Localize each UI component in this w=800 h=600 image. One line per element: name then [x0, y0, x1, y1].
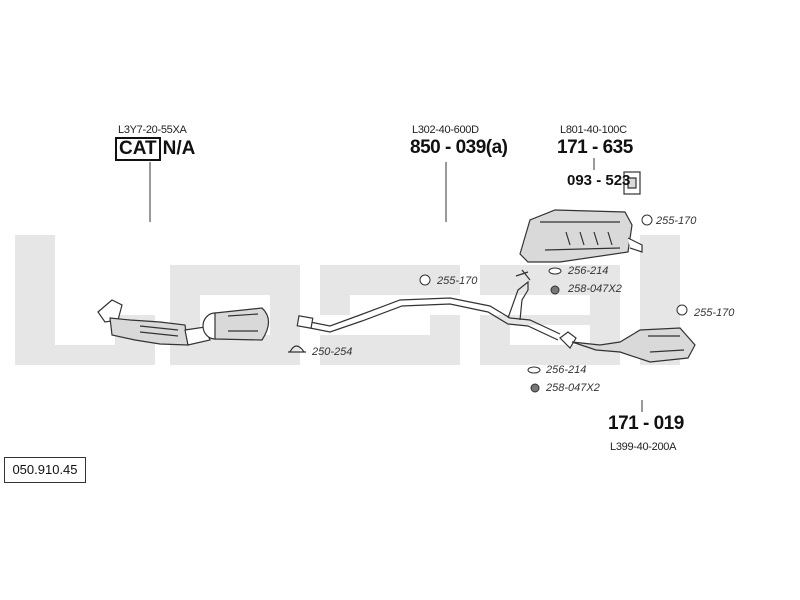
diagram-id: 050.910.45: [4, 457, 86, 483]
fitting-label[interactable]: 255-170: [437, 275, 478, 287]
cat-badge: CAT: [115, 137, 161, 161]
fitting-label[interactable]: 258-047X2: [546, 382, 600, 394]
fitting-label[interactable]: 258-047X2: [568, 283, 622, 295]
nut-icon[interactable]: [530, 285, 560, 393]
ref-label: L801-40-100C: [560, 124, 627, 136]
part-number[interactable]: 850 - 039(a): [410, 137, 508, 158]
front-muffler[interactable]: [202, 307, 270, 341]
rear-muffler[interactable]: [519, 209, 643, 263]
watermark-logo: [15, 235, 680, 365]
leader-lines: [149, 158, 643, 412]
fitting-label[interactable]: 256-214: [568, 265, 609, 277]
catalytic-converter-front[interactable]: [97, 299, 211, 346]
fitting-label[interactable]: 255-170: [656, 215, 697, 227]
fitting-label[interactable]: 255-170: [694, 307, 735, 319]
part-number[interactable]: 171 - 635: [557, 137, 633, 158]
na-label: N/A: [162, 138, 196, 159]
u-clamp-icon[interactable]: [288, 345, 306, 353]
ref-label: L399-40-200A: [610, 441, 677, 453]
part-number[interactable]: 171 - 019: [608, 413, 684, 434]
hanger-icon[interactable]: [623, 171, 641, 195]
fitting-label[interactable]: 256-214: [546, 364, 587, 376]
ref-label: L302-40-600D: [412, 124, 479, 136]
gasket-icon[interactable]: [419, 214, 688, 316]
clamp-icon[interactable]: [527, 267, 562, 374]
hanger-part-number[interactable]: 093 - 523: [567, 172, 631, 189]
fitting-label[interactable]: 250-254: [312, 346, 353, 358]
ref-label: L3Y7-20-55XA: [118, 124, 187, 136]
middle-pipe[interactable]: [296, 269, 561, 341]
rear-catalytic-converter[interactable]: [559, 327, 696, 363]
